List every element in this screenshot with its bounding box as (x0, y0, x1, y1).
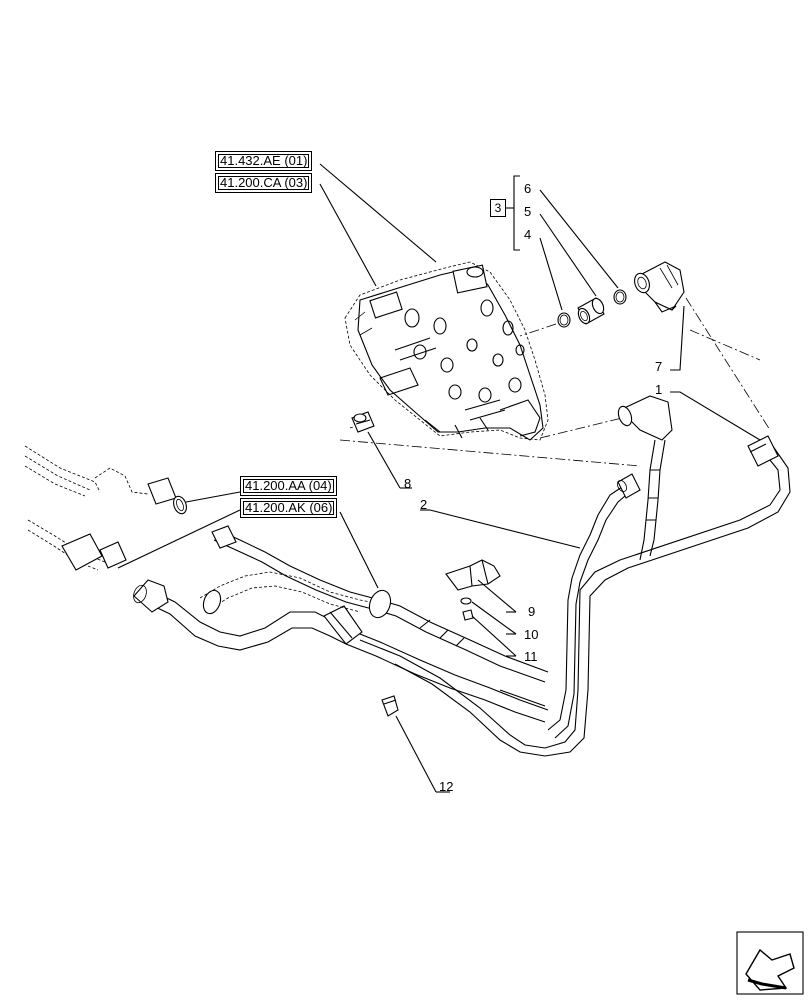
leader-lines (117, 163, 761, 793)
clamp-hardware (445, 559, 501, 621)
callout-ticks (400, 487, 516, 793)
callout-8[interactable]: 8 (404, 476, 412, 491)
phantom-hoses (24, 445, 187, 571)
washer-10-icon (460, 597, 472, 605)
callout-1[interactable]: 1 (655, 382, 663, 397)
adapter-5-icon (577, 297, 605, 325)
fitting-8-icon (351, 411, 375, 433)
o-ring-6-icon (613, 289, 627, 305)
callout-5[interactable]: 5 (524, 204, 532, 219)
next-page-arrow-icon[interactable] (736, 931, 804, 995)
callout-6[interactable]: 6 (524, 181, 532, 196)
ref-41200aa[interactable]: 41.200.AA (04) (240, 476, 337, 496)
fitting-12-icon (381, 695, 399, 717)
kit-number-box[interactable]: 3 (490, 199, 506, 217)
callout-2[interactable]: 2 (420, 497, 428, 512)
tube-1 (359, 395, 791, 757)
callout-10[interactable]: 10 (524, 627, 539, 642)
hose-assembly (133, 525, 549, 723)
clamp-9-icon (445, 559, 501, 591)
callout-11[interactable]: 11 (524, 649, 538, 664)
elbow-fitting-7-icon (634, 261, 685, 313)
callout-9[interactable]: 9 (528, 604, 536, 619)
tube-2 (547, 473, 641, 739)
callout-12[interactable]: 12 (439, 779, 454, 794)
kit-components (506, 175, 685, 328)
callout-4[interactable]: 4 (524, 227, 532, 242)
control-valve-block (344, 261, 549, 441)
nut-11-icon (462, 609, 474, 621)
ref-41200ca[interactable]: 41.200.CA (03) (215, 173, 313, 193)
callout-7[interactable]: 7 (655, 359, 663, 374)
ref-41432ae[interactable]: 41.432.AE (01) (215, 151, 313, 171)
ref-41200ak[interactable]: 41.200.AK (06) (240, 498, 338, 518)
o-ring-4-icon (557, 312, 571, 328)
